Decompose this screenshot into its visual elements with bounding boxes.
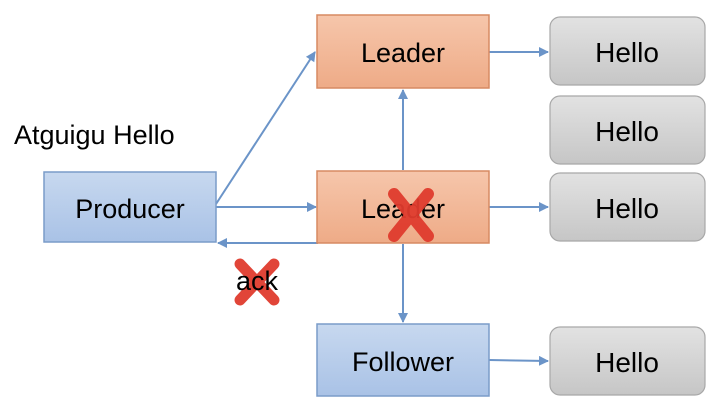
new-leader-label: Leader [361,38,445,68]
hello-label: Hello [595,37,659,68]
follower-node: Follower [316,323,490,397]
leader-failure-cross-icon [388,188,434,242]
hello-label: Hello [595,193,659,224]
producer-node: Producer [43,171,217,243]
hello-box: Hello [549,172,706,242]
hello-box: Hello [549,16,706,86]
follower-label: Follower [352,347,454,377]
producer-label: Producer [75,194,185,224]
message-label: Atguigu Hello [14,120,175,150]
new-leader-node: Leader [316,14,490,89]
ack-label: ack [236,266,279,296]
ack-lost-cross-icon [234,258,280,306]
hello-label: Hello [595,116,659,147]
hello-box: Hello [549,326,706,396]
connectors [215,47,549,366]
arrow-producer-to-new-leader [215,51,316,205]
hello-box: Hello [549,95,706,165]
hello-label: Hello [595,347,659,378]
arrow-follower-to-hello [488,355,549,366]
